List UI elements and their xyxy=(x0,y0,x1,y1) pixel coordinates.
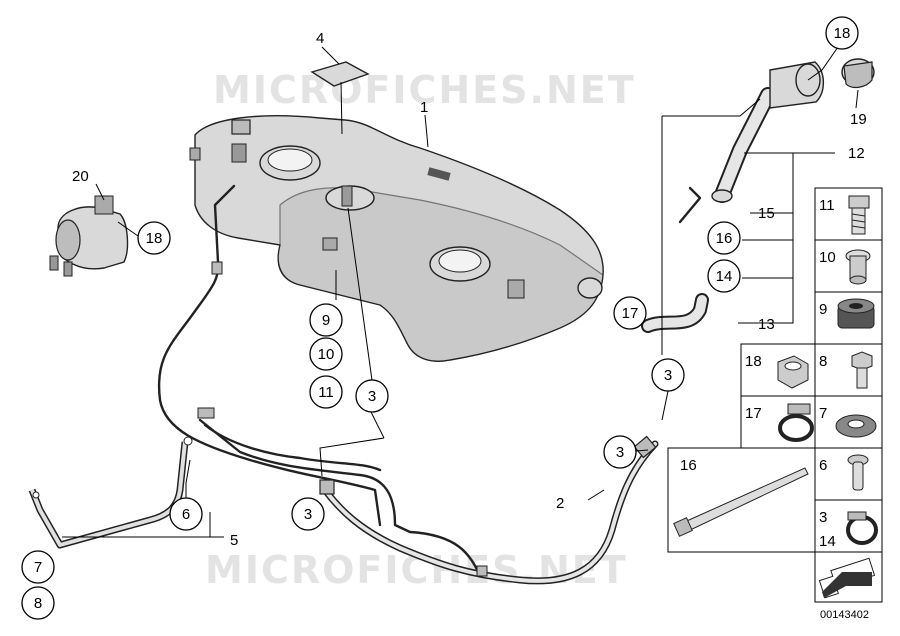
tank-strap-part-5 xyxy=(28,436,193,549)
filler-pipe-part-12 xyxy=(678,58,875,224)
callout-12: 12 xyxy=(848,145,865,162)
callout-1: 1 xyxy=(420,99,428,116)
callout-18-pump: 18 xyxy=(146,230,163,247)
cable-tie-icon xyxy=(673,467,809,537)
clip-icon xyxy=(847,454,869,491)
legend-label-9: 9 xyxy=(819,301,827,318)
direction-arrow-icon xyxy=(818,557,876,599)
callout-5: 5 xyxy=(230,532,238,549)
callout-2: 2 xyxy=(556,495,564,512)
callout-6: 6 xyxy=(182,506,190,523)
leader-lines xyxy=(62,46,859,538)
callout-11: 11 xyxy=(318,384,334,401)
legend-label-16: 16 xyxy=(680,457,697,474)
nut-icon xyxy=(777,355,809,389)
callout-17: 17 xyxy=(622,305,639,322)
callout-18-top: 18 xyxy=(834,25,851,42)
callout-15: 15 xyxy=(758,205,775,222)
legend-label-14: 14 xyxy=(819,533,836,550)
callouts: 4 1 20 2 5 12 19 15 13 18 18 9 10 11 3 3… xyxy=(21,16,867,620)
callout-3-center: 3 xyxy=(368,388,376,405)
grommet-icon xyxy=(837,298,875,329)
callout-16: 16 xyxy=(716,230,733,247)
bolt-icon xyxy=(848,195,870,235)
washer-icon xyxy=(835,414,877,438)
reference-code: 00143402 xyxy=(820,609,869,621)
fuel-lines xyxy=(157,184,659,585)
callout-4: 4 xyxy=(316,30,324,47)
legend-label-17: 17 xyxy=(745,405,762,422)
hose-clamp-icon xyxy=(778,403,814,442)
callout-8: 8 xyxy=(34,595,42,612)
fuel-tank xyxy=(189,115,604,362)
screw-icon xyxy=(851,351,873,389)
callout-7: 7 xyxy=(34,559,42,576)
legend-label-7: 7 xyxy=(819,405,827,422)
callout-9: 9 xyxy=(322,312,330,329)
callout-20: 20 xyxy=(72,168,89,185)
callout-13: 13 xyxy=(758,316,775,333)
hose-part-17 xyxy=(641,293,709,333)
legend-label-8: 8 xyxy=(819,353,827,370)
callout-14: 14 xyxy=(716,268,733,285)
sleeve-icon xyxy=(845,249,871,285)
legend-label-10: 10 xyxy=(819,249,836,266)
legend-label-11: 11 xyxy=(819,197,835,214)
watermark-top: MICROFICHES.NET xyxy=(213,68,636,112)
spring-clamp-icon xyxy=(846,511,878,545)
legend-label-6: 6 xyxy=(819,457,827,474)
callout-3-right: 3 xyxy=(664,367,672,384)
callout-3-lower: 3 xyxy=(304,506,312,523)
callout-10: 10 xyxy=(318,346,335,363)
pad-part-4 xyxy=(310,61,370,87)
legend-label-3: 3 xyxy=(819,509,827,526)
parts-legend-table: 11 10 9 18 8 17 7 16 6 3 14 xyxy=(667,187,883,621)
fuel-pump-part-20 xyxy=(49,183,139,277)
callout-19: 19 xyxy=(850,111,867,128)
legend-label-18: 18 xyxy=(745,353,762,370)
callout-3-hose-end: 3 xyxy=(616,444,624,461)
